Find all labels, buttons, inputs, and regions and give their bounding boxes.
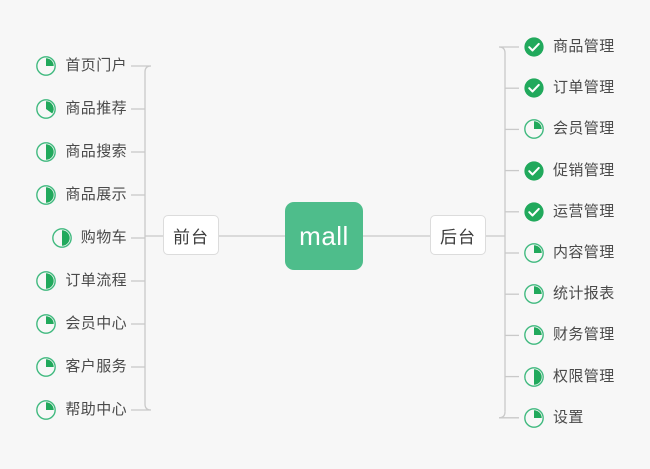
mindmap-leaf-backend-1[interactable]: 订单管理 [523, 75, 615, 101]
mindmap-leaf-frontend-4[interactable]: 购物车 [51, 225, 127, 251]
leaf-label: 内容管理 [553, 244, 615, 261]
pie-progress-icon [36, 357, 57, 377]
pie-progress-icon [36, 142, 57, 162]
mindmap-leaf-backend-3[interactable]: 促销管理 [523, 158, 615, 184]
branch-node-frontend[interactable]: 前台 [163, 215, 219, 255]
mindmap-leaf-backend-7[interactable]: 财务管理 [523, 322, 615, 348]
check-circle-icon [524, 160, 544, 181]
leaf-label: 运营管理 [553, 202, 615, 220]
pie-progress-icon [51, 228, 72, 248]
mindmap-leaf-backend-5[interactable]: 内容管理 [523, 240, 615, 266]
mindmap-leaf-backend-0[interactable]: 商品管理 [523, 34, 615, 60]
pie-progress-icon [36, 314, 57, 334]
check-circle-icon [524, 202, 544, 222]
leaf-label: 购物车 [80, 229, 127, 246]
mindmap-leaf-backend-2[interactable]: 会员管理 [523, 116, 615, 142]
leaf-label: 客户服务 [65, 358, 127, 375]
leaf-label: 权限管理 [553, 367, 615, 385]
leaf-label: 首页门户 [65, 57, 127, 74]
leaf-label: 订单管理 [553, 79, 615, 97]
pie-progress-icon [524, 243, 544, 263]
mindmap-leaf-frontend-5[interactable]: 订单流程 [35, 268, 127, 294]
pie-progress-icon [36, 185, 57, 205]
pie-progress-icon [524, 407, 544, 428]
pie-progress-icon [524, 284, 544, 305]
pie-progress-icon [36, 56, 57, 76]
pie-progress-icon [524, 325, 544, 346]
leaf-label: 商品管理 [553, 38, 615, 55]
leaf-label: 订单流程 [65, 272, 127, 289]
pie-progress-icon [36, 271, 57, 291]
leaf-label: 财务管理 [553, 326, 615, 344]
leaf-label: 商品展示 [65, 186, 127, 203]
leaf-label: 会员中心 [65, 315, 127, 332]
leaf-label: 设置 [553, 408, 584, 426]
branch-node-backend[interactable]: 后台 [430, 215, 486, 255]
pie-progress-icon [524, 366, 544, 387]
mindmap-leaf-frontend-7[interactable]: 客户服务 [35, 354, 127, 380]
leaf-label: 商品搜索 [65, 143, 127, 160]
root-node-mall[interactable]: mall [285, 202, 363, 270]
leaf-label: 促销管理 [553, 161, 615, 179]
mindmap-leaf-frontend-8[interactable]: 帮助中心 [35, 397, 127, 423]
pie-progress-icon [524, 119, 544, 140]
mindmap-leaf-frontend-1[interactable]: 商品推荐 [35, 96, 127, 122]
mindmap-leaf-frontend-6[interactable]: 会员中心 [35, 311, 127, 337]
mindmap-leaf-backend-6[interactable]: 统计报表 [523, 281, 615, 307]
check-circle-icon [524, 78, 544, 98]
leaf-label: 统计报表 [553, 285, 615, 303]
leaf-label: 会员管理 [553, 120, 615, 138]
mindmap-leaf-frontend-3[interactable]: 商品展示 [35, 182, 127, 208]
mindmap-leaf-frontend-2[interactable]: 商品搜索 [35, 139, 127, 165]
mindmap-leaf-backend-4[interactable]: 运营管理 [523, 199, 615, 225]
mindmap-leaf-backend-8[interactable]: 权限管理 [523, 364, 615, 390]
pie-progress-icon [36, 400, 57, 420]
leaf-label: 帮助中心 [65, 401, 127, 418]
leaf-label: 商品推荐 [65, 100, 127, 117]
check-circle-icon [524, 37, 544, 57]
pie-progress-icon [36, 99, 57, 119]
mindmap-leaf-frontend-0[interactable]: 首页门户 [35, 53, 127, 79]
mindmap-leaf-backend-9[interactable]: 设置 [523, 405, 584, 431]
